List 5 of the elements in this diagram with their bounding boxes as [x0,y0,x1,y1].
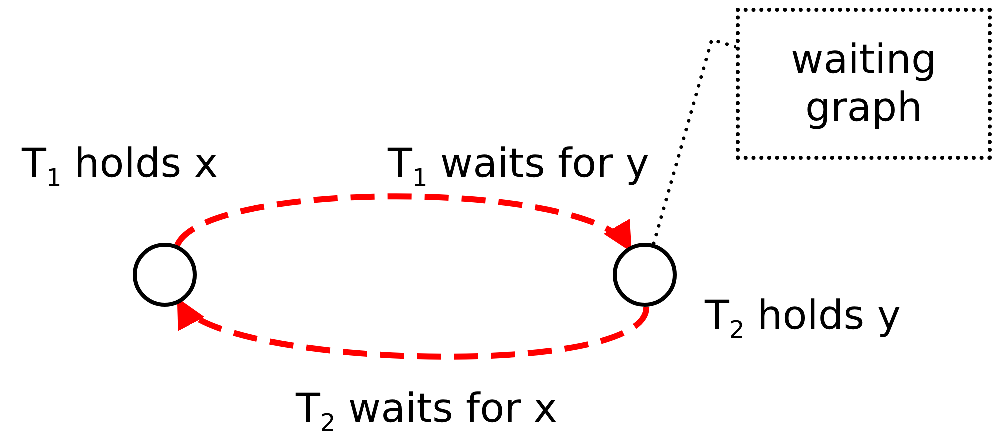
callout-text: waiting graph [790,36,938,132]
dashed-arrow [175,194,634,252]
leader-line [652,38,738,246]
callout-box [736,8,992,160]
dashed-arrow [176,299,650,360]
